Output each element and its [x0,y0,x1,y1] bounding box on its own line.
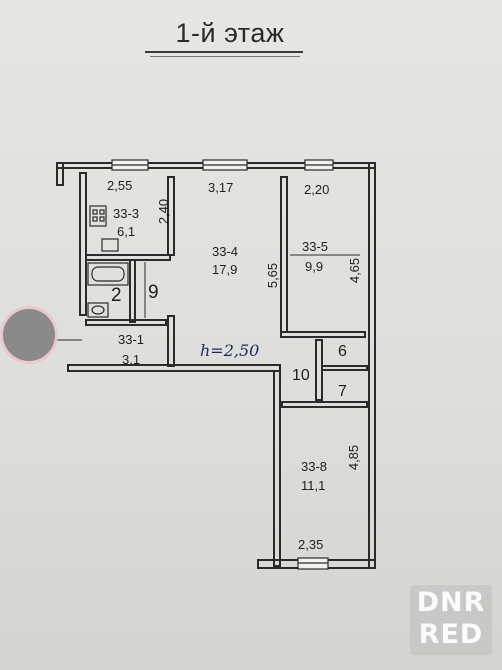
bathtub-icon [87,262,129,286]
room-33-5-code: 33-5 [302,239,329,254]
room-33-3-area: 6,1 [117,224,136,239]
space-7: 7 [338,383,347,400]
wall-hall-right [167,315,175,367]
wall-room8-top [281,401,368,408]
dim-2-40: 2,40 [156,198,172,225]
watermark-line-1: DNR [416,587,486,618]
wall-room5-bottom [280,331,366,338]
wall-room5-left [280,176,288,333]
wall-top-left-stub [56,162,64,186]
stove-icon [89,205,107,227]
dim-5-65: 5,65 [265,262,281,289]
space-2: 2 [111,285,122,306]
dim-2-35: 2,35 [298,537,324,552]
room-33-4-area: 17,9 [212,262,238,277]
wall-right [368,162,376,569]
watermark-logo: DNR RED [410,585,492,655]
dim-3-17: 3,17 [208,180,234,195]
room-33-3-code: 33-3 [113,206,140,221]
wall-hall [85,319,167,326]
floor-title: 1-й этаж [175,18,285,48]
room-33-8-code: 33-8 [301,459,328,474]
room-33-5-area: 9,9 [305,259,324,274]
title-underline [145,51,303,53]
watermark-line-2: RED [418,619,484,650]
room-33-1-area: 3,1 [122,352,141,367]
room-33-8-area: 11,1 [301,478,326,493]
dim-2-20: 2,20 [304,182,330,197]
dim-4-65: 4,65 [347,257,363,284]
sink-icon [101,238,119,252]
room-33-1-code: 33-1 [118,332,145,347]
space-10: 10 [292,367,310,384]
wall-closet-divider [321,365,368,371]
ceiling-height-note: h=2,50 [200,341,260,360]
room-33-4-code: 33-4 [212,244,239,259]
dim-2-55: 2,55 [107,178,133,193]
toilet-icon [87,302,109,318]
wall-left [79,172,87,316]
hole-punch [3,309,55,361]
dim-4-85: 4,85 [346,444,362,471]
space-9: 9 [148,282,159,303]
wall-lower-left [273,370,281,567]
space-6: 6 [338,343,347,360]
title-underline-thin [150,56,300,57]
wall-bath [129,259,136,323]
wall-kitchen-bottom [85,254,171,261]
